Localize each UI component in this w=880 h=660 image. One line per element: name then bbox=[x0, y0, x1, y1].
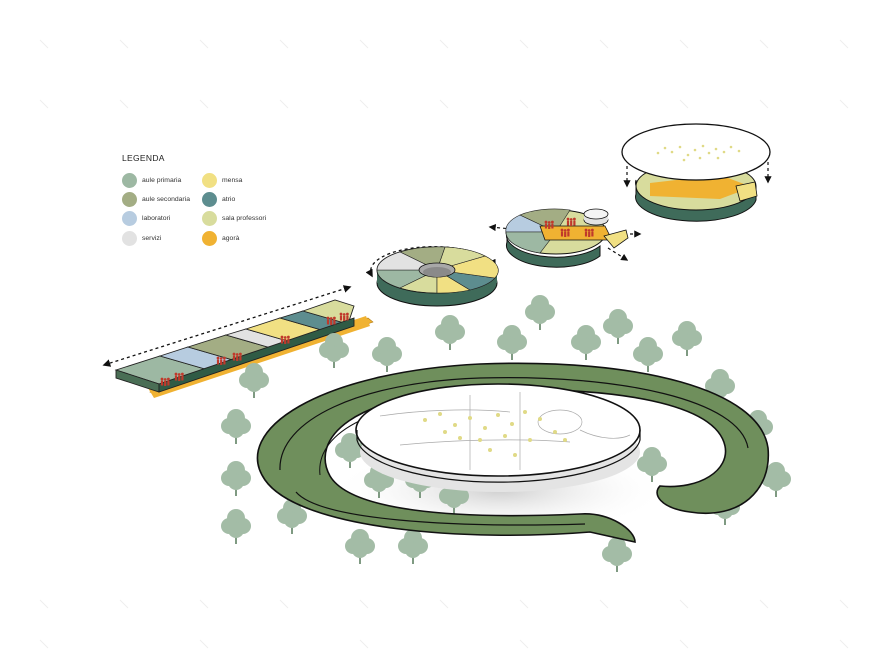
legend-swatch bbox=[122, 210, 137, 226]
legend-swatch bbox=[202, 210, 217, 226]
legend-label: sala professori bbox=[222, 214, 267, 222]
legend-item-atrio: atrio bbox=[202, 191, 235, 207]
legend-item-laboratori: laboratori bbox=[122, 210, 170, 226]
legend-label: mensa bbox=[222, 176, 243, 184]
bar-segments bbox=[114, 299, 355, 393]
background-pattern bbox=[39, 39, 849, 649]
roof-ring-diagram bbox=[621, 123, 772, 222]
legend-item-servizi: servizi bbox=[122, 230, 161, 246]
spiral-building bbox=[256, 362, 770, 543]
legend-title: LEGENDA bbox=[122, 153, 165, 163]
legend-label: aule primaria bbox=[142, 176, 182, 184]
linear-bar-diagram bbox=[102, 285, 374, 398]
legend-swatch bbox=[202, 191, 217, 207]
ring-diagram bbox=[365, 246, 499, 307]
legend-label: agorà bbox=[222, 234, 240, 242]
expansion-arrow-down bbox=[607, 247, 629, 261]
legend-swatch bbox=[202, 230, 217, 246]
legend-item-mensa: mensa bbox=[202, 172, 242, 188]
legend: LEGENDA aule primaria aule secondaria la… bbox=[122, 153, 312, 253]
legend-item-agora: agorà bbox=[202, 230, 239, 246]
legend-swatch bbox=[122, 191, 137, 207]
open-ring-diagram bbox=[488, 208, 642, 268]
legend-swatch bbox=[122, 172, 137, 188]
site-plan bbox=[221, 295, 791, 572]
legend-label: atrio bbox=[222, 195, 236, 203]
legend-item-sala-professori: sala professori bbox=[202, 210, 266, 226]
legend-item-aule-secondaria: aule secondaria bbox=[122, 191, 190, 207]
legend-swatch bbox=[202, 172, 217, 188]
legend-label: servizi bbox=[142, 234, 162, 242]
legend-label: laboratori bbox=[142, 214, 171, 222]
legend-label: aule secondaria bbox=[142, 195, 190, 203]
linear-extension-arrow bbox=[102, 285, 352, 367]
courtyard-roof bbox=[355, 383, 641, 477]
roof-disk bbox=[621, 123, 771, 181]
expansion-arrow-left bbox=[488, 223, 513, 232]
legend-item-aule-primaria: aule primaria bbox=[122, 172, 181, 188]
legend-swatch bbox=[122, 230, 137, 246]
